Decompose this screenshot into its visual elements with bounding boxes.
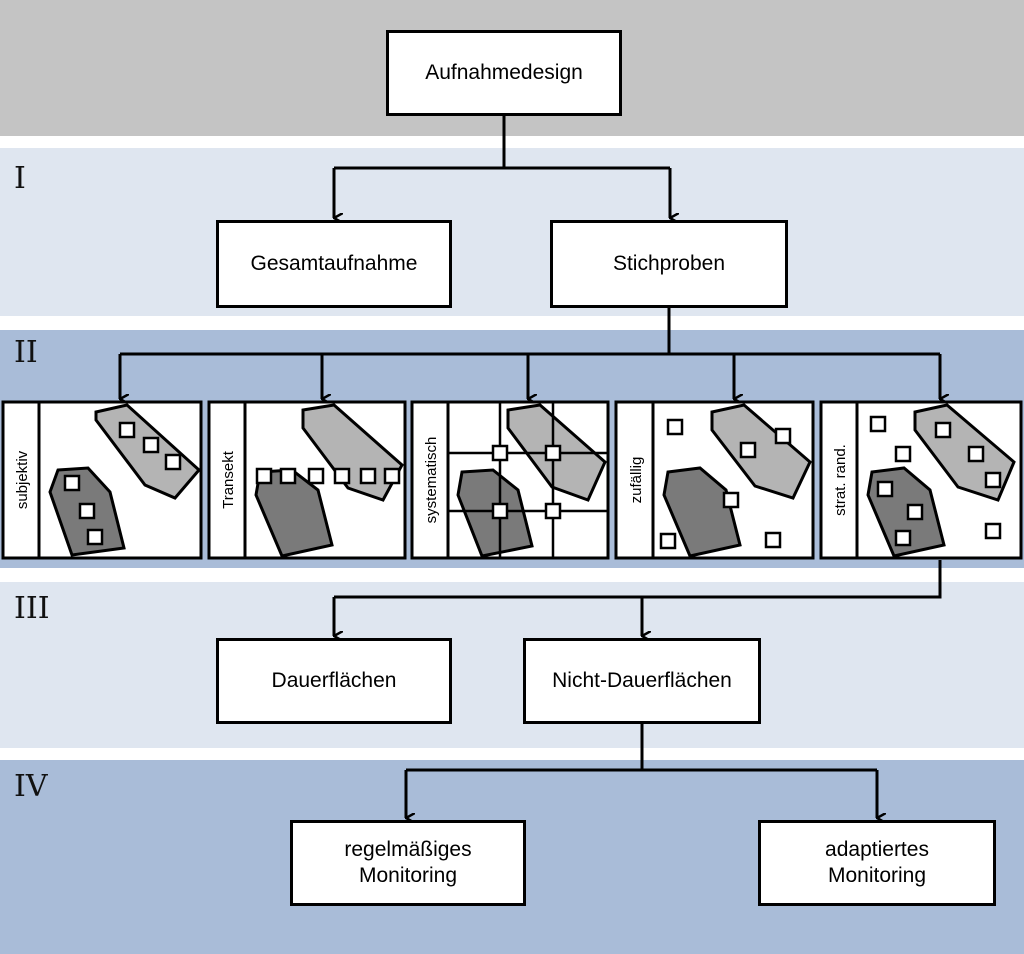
stratified-plot	[894, 445, 912, 463]
panel-label-zufaellig: zufällig	[628, 457, 645, 504]
polygon-dark	[662, 466, 742, 558]
panel-label-transekt: Transekt	[220, 450, 237, 509]
node-adaptiertes-line2: Monitoring	[827, 864, 927, 887]
random-plot	[739, 441, 757, 459]
panel-strat-rand	[819, 400, 1023, 560]
stratified-plot	[869, 415, 887, 433]
stratified-plot	[967, 445, 985, 463]
random-plot	[666, 418, 684, 436]
node-dauerflaechen: Dauerflächen	[216, 638, 452, 724]
stratified-plot	[984, 522, 1002, 540]
panel-systematisch	[410, 400, 610, 560]
transect-plot	[383, 467, 401, 485]
node-dauerflaechen-label: Dauerflächen	[271, 668, 397, 692]
level-label-1: I	[14, 161, 26, 196]
node-stichproben: Stichproben	[550, 220, 788, 308]
grid-plot	[544, 502, 562, 520]
stratified-plot	[934, 421, 952, 439]
panel-transekt	[207, 400, 407, 560]
transect-plot	[307, 467, 325, 485]
grid-plot	[491, 502, 509, 520]
connector-level3-bar	[334, 560, 942, 599]
transect-plot	[333, 467, 351, 485]
level-label-4: IV	[14, 769, 48, 804]
sample-plot	[78, 502, 96, 520]
stratified-plot	[894, 529, 912, 547]
node-regelmaessiges-monitoring: regelmäßiges Monitoring	[290, 820, 526, 906]
sample-plot	[164, 453, 182, 471]
level-label-2: II	[14, 335, 38, 370]
grid-plot	[544, 444, 562, 462]
random-plot	[659, 532, 677, 550]
node-adaptiertes-monitoring: adaptiertes Monitoring	[758, 820, 996, 906]
panel-subjektiv	[1, 400, 203, 560]
transect-plot	[279, 467, 297, 485]
panel-label-strat-rand: strat. rand.	[832, 444, 849, 516]
panel-label-subjektiv: subjektiv	[14, 450, 31, 509]
stratified-plot	[876, 480, 894, 498]
polygon-light	[710, 403, 812, 500]
node-adaptiertes-line1: adaptiertes	[825, 837, 929, 861]
transect-plot	[359, 467, 377, 485]
node-regelmaessiges-line1: regelmäßiges	[344, 837, 472, 861]
transect-plot	[255, 467, 273, 485]
sample-plot	[142, 436, 160, 454]
stratified-plot	[984, 471, 1002, 489]
node-aufnahmedesign-label: Aufnahmedesign	[425, 60, 583, 84]
sample-plot	[118, 421, 136, 439]
node-nicht-dauerflaechen-label: Nicht-Dauerflächen	[552, 668, 732, 692]
random-plot	[722, 491, 740, 509]
node-gesamtaufnahme: Gesamtaufnahme	[216, 220, 452, 308]
random-plot	[774, 427, 792, 445]
panel-label-systematisch: systematisch	[423, 437, 440, 524]
random-plot	[764, 531, 782, 549]
level-label-3: III	[14, 591, 50, 626]
node-regelmaessiges-line2: Monitoring	[358, 864, 458, 887]
band-level-3	[0, 582, 1024, 748]
node-aufnahmedesign: Aufnahmedesign	[386, 30, 622, 116]
grid-lines	[448, 402, 608, 558]
stratified-plot	[906, 503, 924, 521]
grid-plot	[491, 444, 509, 462]
panel-zufaellig	[614, 400, 815, 560]
sample-plot	[86, 528, 104, 546]
sample-plot	[63, 474, 81, 492]
polygon-light	[301, 403, 404, 502]
node-stichproben-label: Stichproben	[612, 251, 726, 275]
node-nicht-dauerflaechen: Nicht-Dauerflächen	[523, 638, 761, 724]
node-gesamtaufnahme-label: Gesamtaufnahme	[250, 251, 418, 275]
band-level-1	[0, 148, 1024, 316]
